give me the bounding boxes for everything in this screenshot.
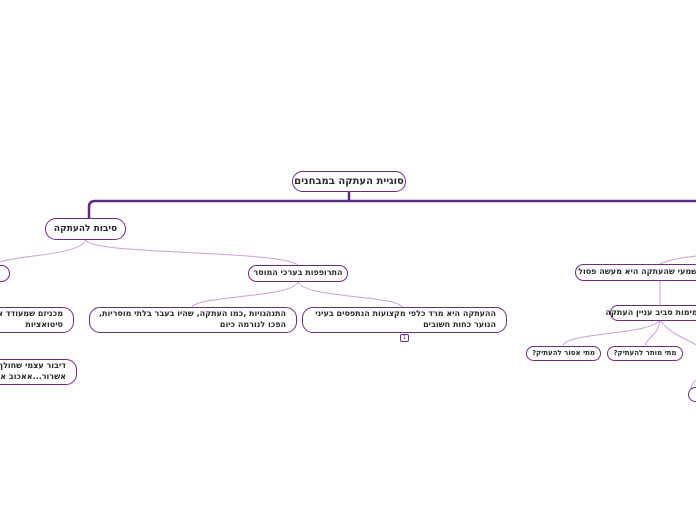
- topic-rebellion-text: ההעתקה היא מרד כלפי מקצועות הנתפסים בעינ…: [315, 309, 496, 331]
- topic-reasons[interactable]: סיבות להעתקה: [45, 218, 126, 240]
- branch-positions-forbidden: [562, 319, 661, 346]
- topic-rebellion-line-1: ההעתקה היא מרד כלפי מקצועות הנתפסים בעינ…: [315, 309, 496, 319]
- topic-when-forbidden[interactable]: מתי אסור להעתיק?: [526, 346, 601, 361]
- topic-behavior-norms-text: התנהגויות ,כמו העתקה, שהיו בעבר בלתי מוס…: [99, 309, 286, 331]
- topic-self-talk[interactable]: דיבור עצמי שחולף ב אשרור...אאכוב את ה: [0, 359, 77, 385]
- topic-mechanisms-line-2: סיטואציות: [25, 320, 63, 329]
- topic-offscreen-right[interactable]: [688, 387, 696, 402]
- topic-self-talk-text: דיבור עצמי שחולף ב אשרור...אאכוב את ה: [0, 361, 66, 383]
- topic-rebellion[interactable]: ההעתקה היא מרד כלפי מקצועות הנתפסים בעינ…: [302, 307, 507, 333]
- topic-positions-label: עמימות סביב עניין העתקה: [605, 307, 696, 317]
- topic-mechanisms-text: מכניזם שמעודד א סיטואציות: [0, 309, 63, 331]
- topic-values-decline-label: התרופפות בערכי המוסר: [253, 268, 343, 278]
- topic-when-forbidden-label: מתי אסור להעתיק?: [531, 348, 596, 357]
- topic-meaning[interactable]: משמעי שהעתקה היא מעשה פסול: [575, 264, 696, 281]
- trunk-horizontal: [87, 199, 696, 218]
- topic-mechanisms[interactable]: מכניזם שמעודד א סיטואציות: [0, 307, 74, 333]
- topic-when-allowed[interactable]: מתי מותר להעתיק?: [607, 346, 683, 361]
- branch-reasons-values: [85, 239, 299, 266]
- root-topic[interactable]: סוגיית העתקה במבחנים: [292, 171, 406, 192]
- topic-behavior-norms[interactable]: התנהגויות ,כמו העתקה, שהיו בעבר בלתי מוס…: [89, 307, 297, 333]
- topic-when-allowed-label: מתי מותר להעתיק?: [613, 348, 677, 357]
- topic-meaning-label: משמעי שהעתקה היא מעשה פסול: [578, 267, 696, 277]
- topic-self-talk-line-1: דיבור עצמי שחולף ב: [0, 361, 66, 371]
- branch-values-behavior: [191, 280, 299, 308]
- branch-reasons-left: [0, 239, 87, 263]
- branch-positions-right: [659, 319, 696, 346]
- topic-mechanisms-line-1: מכניזם שמעודד א: [0, 309, 63, 319]
- root-topic-label: סוגיית העתקה במבחנים: [294, 175, 404, 187]
- notes-count-badge[interactable]: 1: [400, 334, 409, 342]
- topic-reasons-label: סיבות להעתקה: [53, 223, 118, 234]
- branch-values-rebellion: [297, 280, 403, 308]
- topic-positions[interactable]: עמימות סביב עניין העתקה: [606, 305, 696, 321]
- topic-behavior-norms-line-1: התנהגויות ,כמו העתקה, שהיו בעבר בלתי מוס…: [99, 309, 286, 319]
- branch-right-meaning: [659, 255, 696, 265]
- topic-self-talk-line-2: אשרור...אאכוב את ה: [0, 372, 66, 381]
- topic-values-decline[interactable]: התרופפות בערכי המוסר: [248, 265, 348, 282]
- branch-positions-allowed: [644, 319, 661, 346]
- notes-count-label: 1: [402, 335, 407, 341]
- topic-rebellion-line-2: הנוער כחות חשובים: [423, 320, 496, 329]
- topic-behavior-norms-line-2: הפכו לנורמה כיום: [219, 320, 286, 329]
